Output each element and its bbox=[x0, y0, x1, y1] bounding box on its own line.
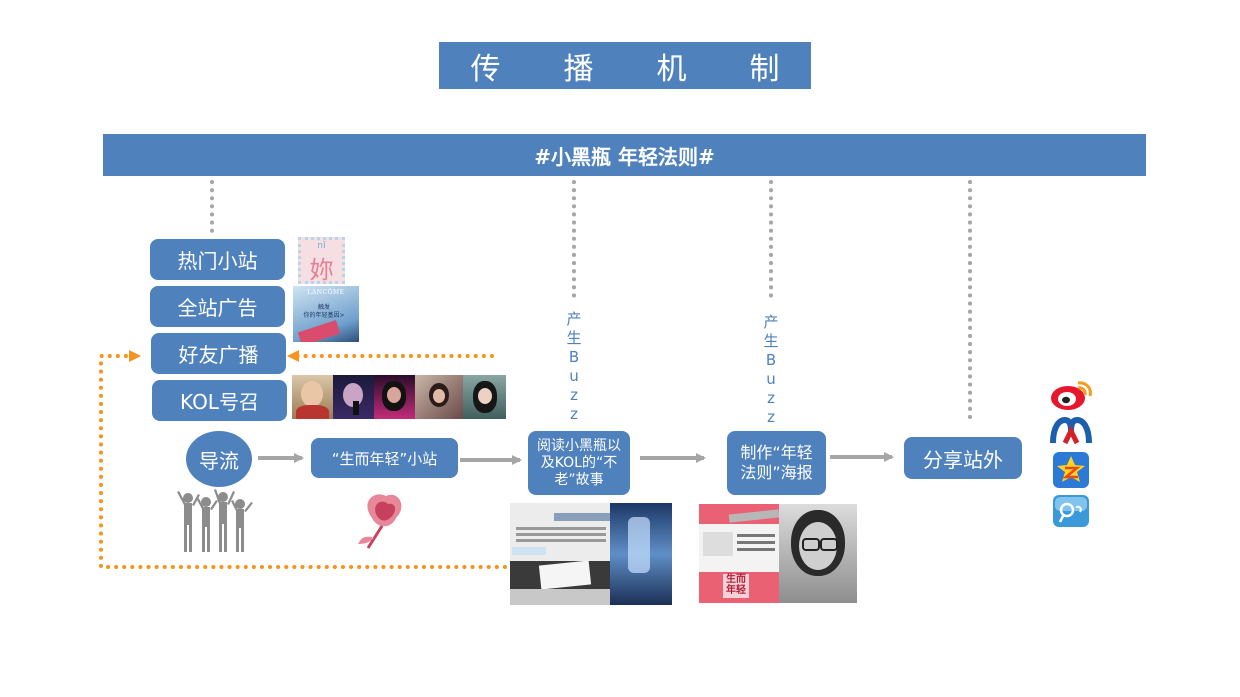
title-char: 机 bbox=[656, 51, 687, 87]
kol-photo bbox=[333, 375, 374, 419]
channel-kol-call: KOL号召 bbox=[152, 380, 287, 421]
kol-photo bbox=[292, 375, 333, 419]
lancome-slogan: 触发 你的年轻基因> bbox=[303, 304, 345, 319]
kol-photo bbox=[374, 375, 415, 419]
renren-icon bbox=[1050, 417, 1092, 445]
young-rule-poster-screenshot: 生而年轻 bbox=[699, 504, 857, 603]
make-poster-node: 制作“年轻法则”海报 bbox=[727, 431, 826, 495]
rose-flower-icon bbox=[358, 494, 402, 549]
channel-friend-broadcast: 好友广播 bbox=[151, 333, 286, 374]
channel-hot-site: 热门小站 bbox=[150, 239, 285, 280]
guide-node: 导流 bbox=[186, 431, 252, 487]
diagram-title: 传 播 机 制 bbox=[439, 42, 811, 89]
ni-pinyin: nǐ bbox=[317, 241, 326, 251]
lipstick-shape bbox=[297, 320, 341, 342]
lancome-ad-image: LANCÔME 触发 你的年轻基因> bbox=[293, 286, 359, 342]
title-char: 制 bbox=[749, 51, 780, 87]
qzone-icon bbox=[1053, 452, 1089, 488]
share-outside-node: 分享站外 bbox=[904, 437, 1022, 479]
weibo-icon bbox=[1051, 381, 1092, 410]
buzz-label: 产 生 B u z z bbox=[566, 310, 582, 423]
title-char: 传 bbox=[470, 51, 501, 87]
lancome-story-screenshot bbox=[510, 503, 672, 605]
crowd-silhouette-icon bbox=[177, 489, 253, 552]
channel-site-ads: 全站广告 bbox=[150, 286, 285, 327]
read-story-node: 阅读小黑瓶以及KOL的“不老”故事 bbox=[528, 431, 630, 495]
title-char: 播 bbox=[563, 51, 594, 87]
feedback-loop bbox=[99, 350, 507, 569]
kol-photo bbox=[415, 375, 463, 419]
kol-photo bbox=[463, 375, 506, 419]
ni-char: 妳 bbox=[309, 256, 334, 284]
buzz-label: 产 生 B u z z bbox=[763, 313, 779, 426]
young-site-node: “生而年轻”小站 bbox=[311, 438, 458, 478]
hashtag-banner: #小黑瓶 年轻法则# bbox=[103, 134, 1146, 176]
ni-site-logo: nǐ 妳 bbox=[298, 237, 345, 284]
poster-stamp: 生而年轻 bbox=[723, 574, 749, 598]
tencent-weibo-icon bbox=[1053, 495, 1089, 527]
lancome-logo: LANCÔME bbox=[307, 289, 345, 296]
